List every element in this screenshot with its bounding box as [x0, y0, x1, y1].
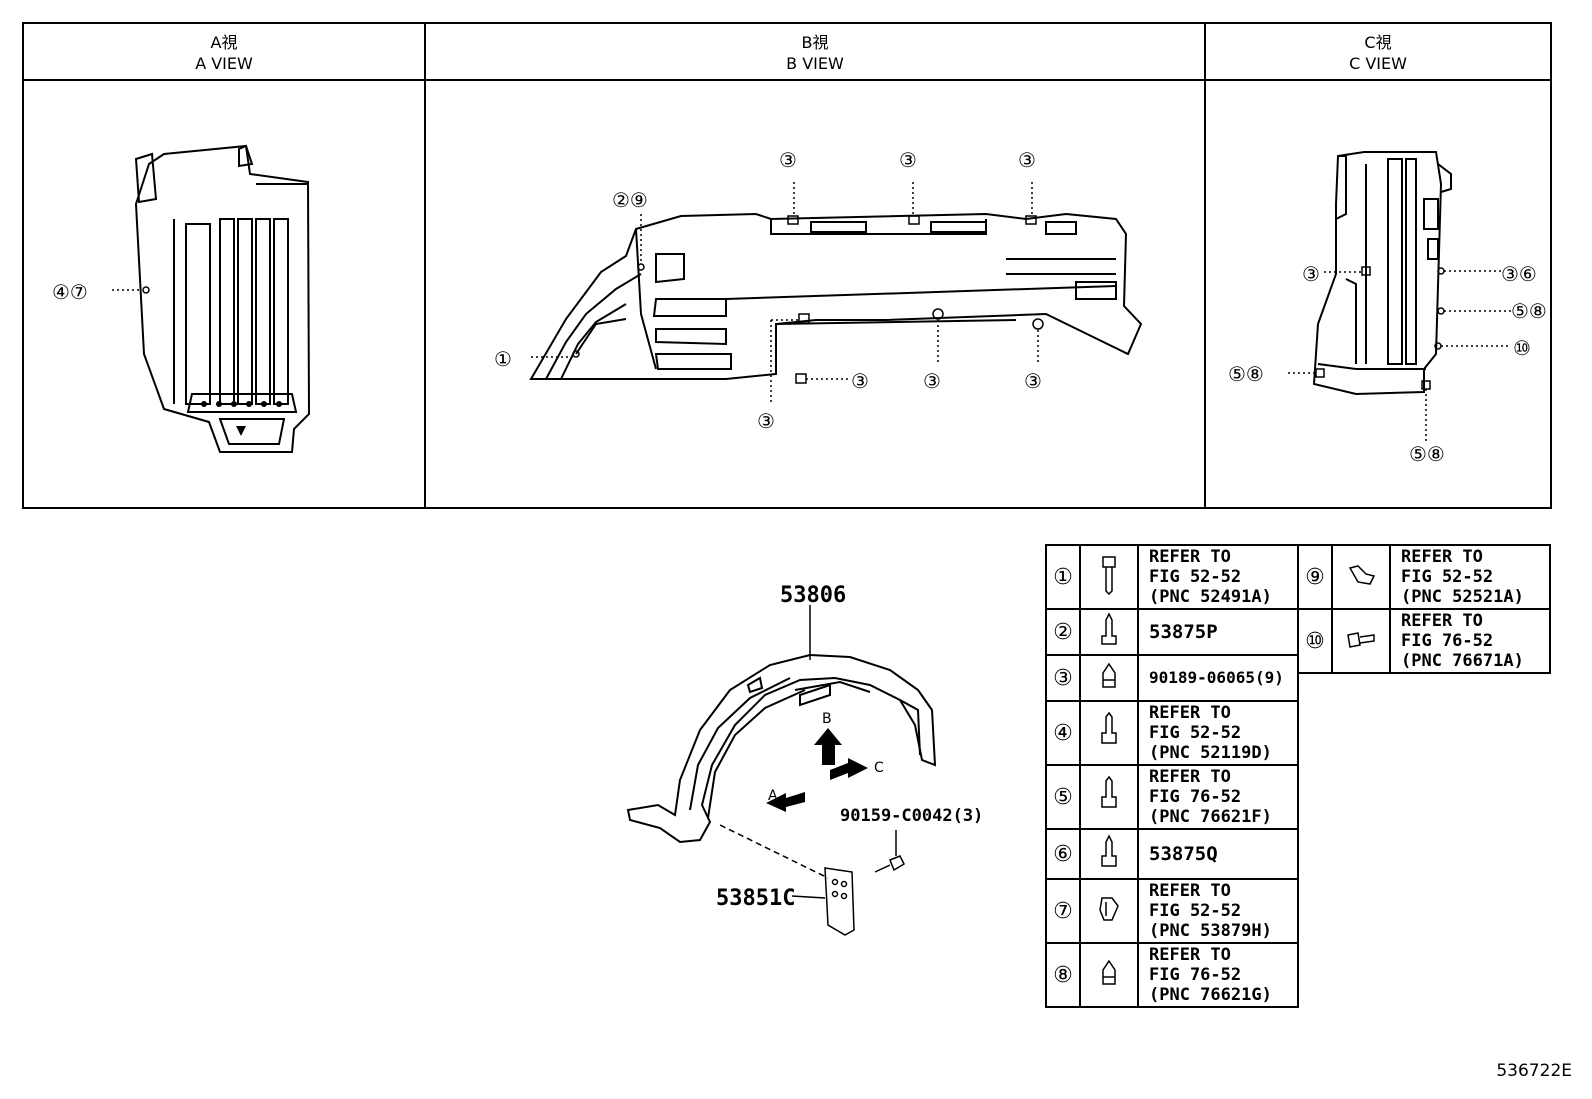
- nut-icon: [1079, 942, 1139, 1008]
- b-view-header: B視 B VIEW: [426, 24, 1204, 81]
- arrow-b-label: B: [822, 711, 832, 727]
- b-callout-3-right: ③: [851, 369, 869, 393]
- legend-num: ③: [1045, 654, 1081, 702]
- b-callout-2-9: ②⑨: [612, 188, 648, 212]
- b-callout-1: ①: [494, 347, 512, 371]
- c-view-drawing: ③ ③⑥ ⑤⑧ ⑩ ⑤⑧ ⑤⑧: [1228, 151, 1547, 466]
- bolt-icon: [1079, 544, 1139, 610]
- legend-row: ⑨ REFER TO FIG 52-52 (PNC 52521A): [1297, 544, 1551, 610]
- legend-row: ③ 90189-06065(9): [1045, 654, 1299, 702]
- legend-text: REFER TO FIG 52-52 (PNC 52491A): [1137, 544, 1299, 610]
- nut-icon: [1079, 654, 1139, 702]
- mudguard-part-number: 53851C: [716, 886, 796, 911]
- a-callout-4-7: ④⑦: [52, 280, 88, 304]
- fastener-legend-right: ⑨ REFER TO FIG 52-52 (PNC 52521A) ⑩ REFE…: [1297, 544, 1551, 674]
- c-callout-5-8-left: ⑤⑧: [1228, 362, 1264, 386]
- b-callout-3-top-3: ③: [1018, 148, 1036, 172]
- legend-num: ②: [1045, 608, 1081, 656]
- illustration-id: 536722E: [1496, 1061, 1572, 1081]
- screw-part-number: 90159-C0042(3): [840, 806, 984, 826]
- legend-text: REFER TO FIG 76-52 (PNC 76621G): [1137, 942, 1299, 1008]
- legend-text: REFER TO FIG 76-52 (PNC 76621F): [1137, 764, 1299, 830]
- c-callout-3: ③: [1302, 262, 1320, 286]
- b-view-title-jp: B視: [801, 33, 829, 52]
- screw-icon: [1079, 828, 1139, 880]
- legend-num: ⑦: [1045, 878, 1081, 944]
- bolt-icon: [1079, 700, 1139, 766]
- c-view-title-en: C VIEW: [1349, 54, 1407, 73]
- screw-icon: [1079, 608, 1139, 656]
- legend-text: REFER TO FIG 52-52 (PNC 52119D): [1137, 700, 1299, 766]
- c-view-title-jp: C視: [1364, 33, 1392, 52]
- legend-text: REFER TO FIG 76-52 (PNC 76671A): [1389, 608, 1551, 674]
- a-view-panel: A視 A VIEW: [24, 24, 424, 507]
- c-callout-5-8-bottom: ⑤⑧: [1409, 442, 1445, 466]
- c-callout-10: ⑩: [1513, 336, 1531, 360]
- a-view-title-jp: A視: [210, 33, 238, 52]
- a-view-header: A視 A VIEW: [24, 24, 424, 81]
- b-callout-3-mid: ③: [923, 369, 941, 393]
- legend-num: ④: [1045, 700, 1081, 766]
- legend-num: ⑤: [1045, 764, 1081, 830]
- b-callout-3-top-2: ③: [899, 148, 917, 172]
- views-frame: A視 A VIEW: [22, 22, 1552, 509]
- c-view-panel: C視 C VIEW: [1204, 24, 1550, 507]
- clip-icon: [1079, 878, 1139, 944]
- rivet-icon: [1331, 608, 1391, 674]
- legend-text: 53875P: [1137, 608, 1299, 656]
- b-view-panel: B視 B VIEW: [424, 24, 1204, 507]
- legend-row: ① REFER TO FIG 52-52 (PNC 52491A): [1045, 544, 1299, 610]
- legend-num: ⑨: [1297, 544, 1333, 610]
- legend-text: 53875Q: [1137, 828, 1299, 880]
- screw-icon: [1079, 764, 1139, 830]
- clip-icon: [1331, 544, 1391, 610]
- a-view-title-en: A VIEW: [195, 54, 253, 73]
- b-view-title-en: B VIEW: [786, 54, 844, 73]
- legend-text: 90189-06065(9): [1137, 654, 1299, 702]
- legend-num: ⑥: [1045, 828, 1081, 880]
- liner-assembly-drawing: B C A: [626, 605, 937, 936]
- legend-row: ⑩ REFER TO FIG 76-52 (PNC 76671A): [1297, 608, 1551, 674]
- b-callout-3-bottom: ③: [757, 409, 775, 433]
- fastener-legend-left: ① REFER TO FIG 52-52 (PNC 52491A) ② 5387…: [1045, 544, 1299, 1008]
- b-view-drawing: ③ ③ ③ ②⑨ ① ③ ③ ③ ③: [494, 148, 1143, 433]
- c-callout-5-8-right: ⑤⑧: [1511, 299, 1547, 323]
- a-view-drawing: ④⑦: [52, 144, 311, 453]
- arrow-a-label: A: [768, 788, 778, 804]
- b-callout-3-top-1: ③: [779, 148, 797, 172]
- legend-text: REFER TO FIG 52-52 (PNC 52521A): [1389, 544, 1551, 610]
- legend-num: ⑧: [1045, 942, 1081, 1008]
- legend-num: ①: [1045, 544, 1081, 610]
- c-view-header: C視 C VIEW: [1206, 24, 1550, 81]
- legend-row: ⑧ REFER TO FIG 76-52 (PNC 76621G): [1045, 942, 1299, 1008]
- legend-row: ⑥ 53875Q: [1045, 828, 1299, 880]
- legend-row: ⑦ REFER TO FIG 52-52 (PNC 53879H): [1045, 878, 1299, 944]
- legend-text: REFER TO FIG 52-52 (PNC 53879H): [1137, 878, 1299, 944]
- c-callout-3-6: ③⑥: [1501, 262, 1537, 286]
- legend-row: ② 53875P: [1045, 608, 1299, 656]
- b-callout-3-far: ③: [1024, 369, 1042, 393]
- legend-row: ④ REFER TO FIG 52-52 (PNC 52119D): [1045, 700, 1299, 766]
- legend-num: ⑩: [1297, 608, 1333, 674]
- arrow-c-label: C: [874, 760, 884, 776]
- legend-row: ⑤ REFER TO FIG 76-52 (PNC 76621F): [1045, 764, 1299, 830]
- liner-part-number: 53806: [780, 583, 847, 608]
